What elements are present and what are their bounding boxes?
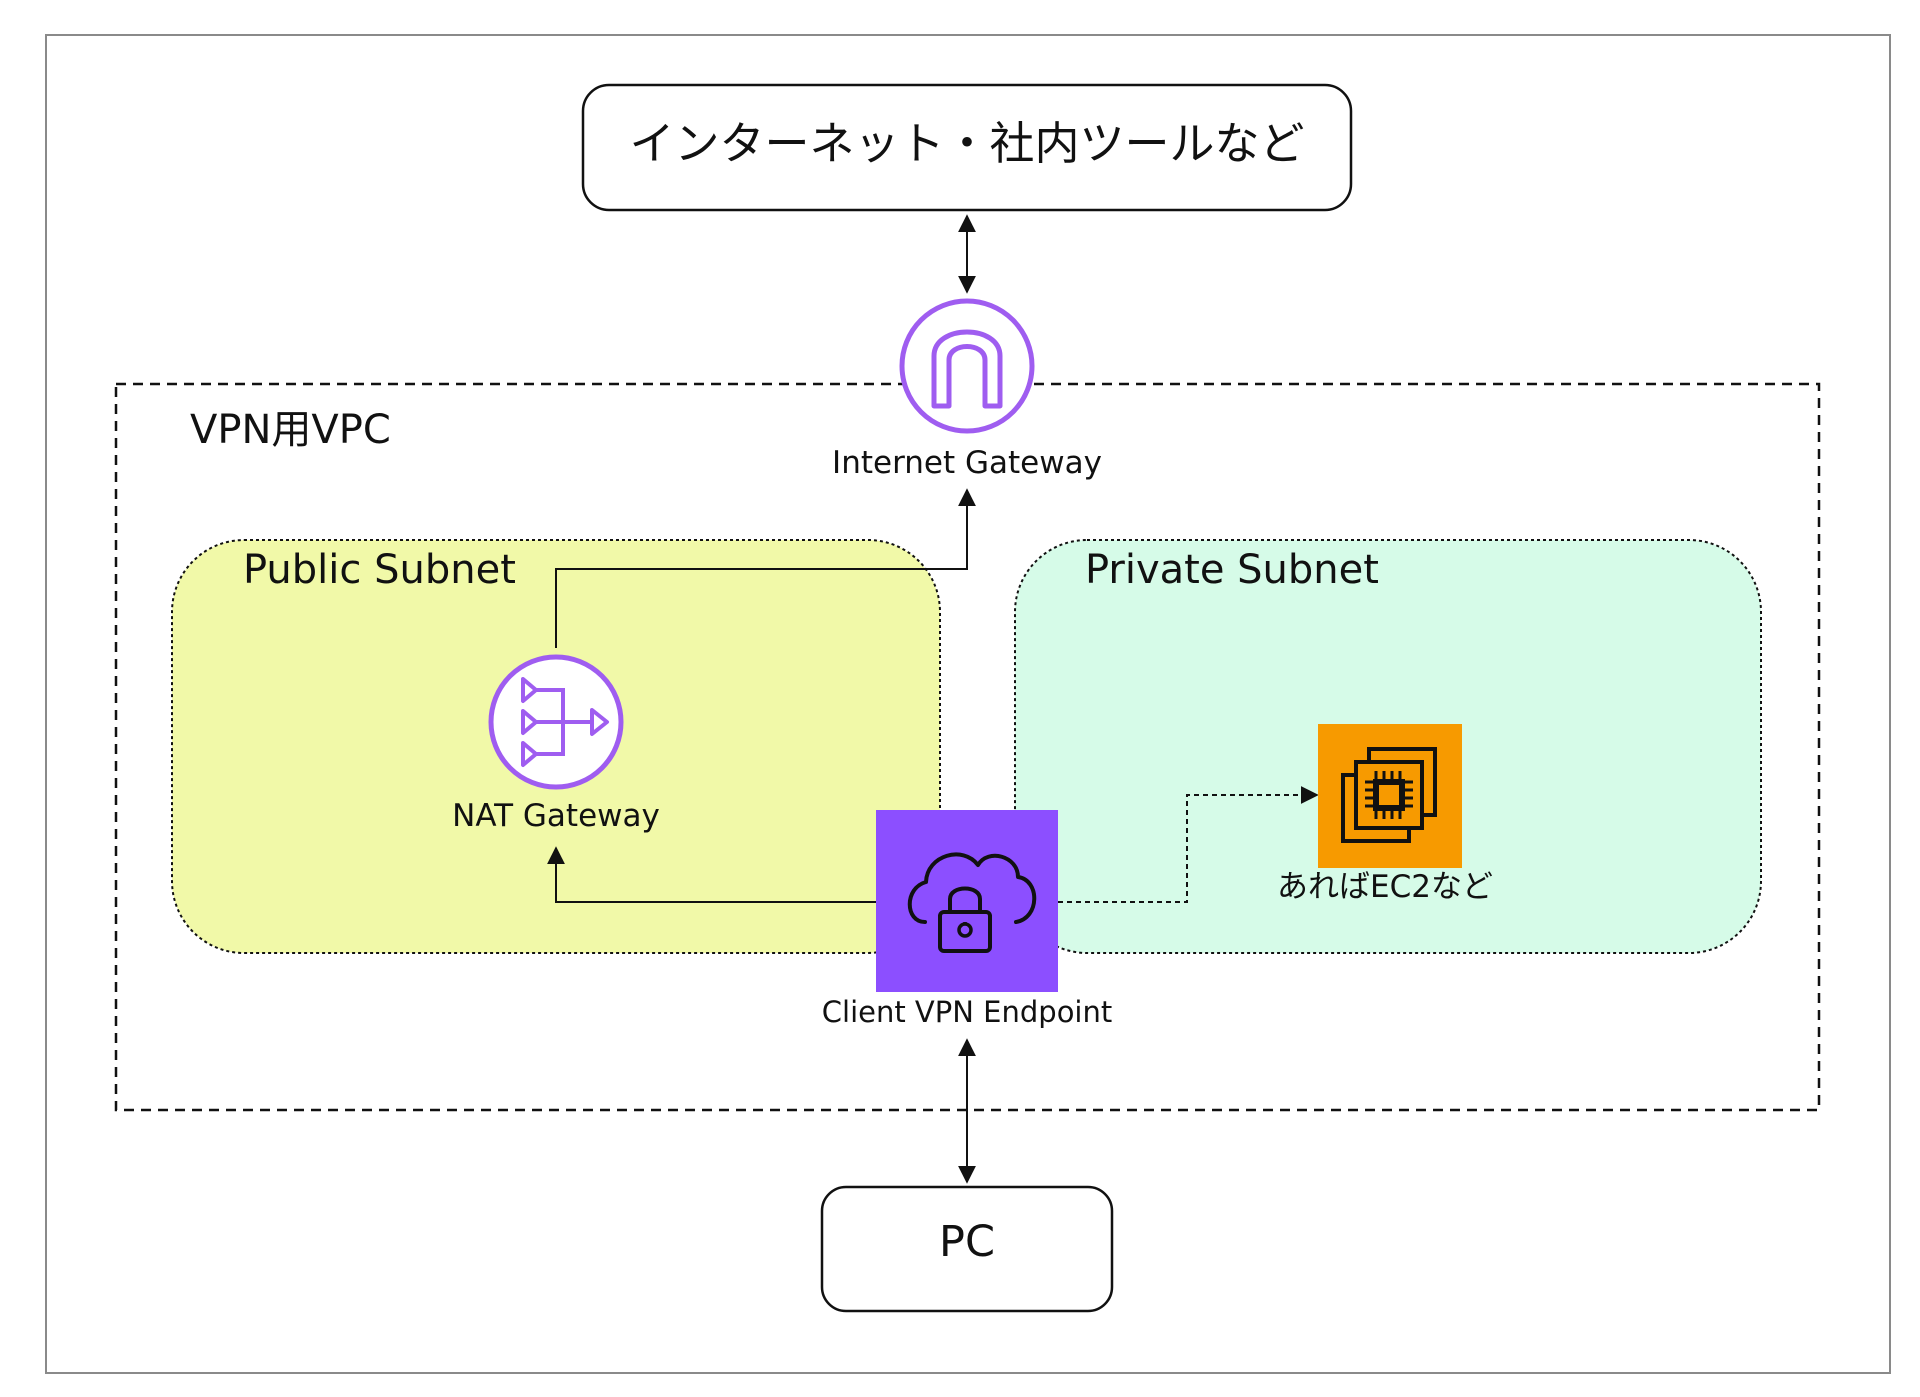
nat-gateway-label: NAT Gateway xyxy=(452,798,660,834)
pc-label: PC xyxy=(939,1217,995,1267)
private-subnet-label: Private Subnet xyxy=(1085,547,1379,593)
client-vpn-endpoint-icon xyxy=(876,810,1058,992)
internet-tools-label: インターネット・社内ツールなど xyxy=(629,117,1305,170)
nat-gateway-icon xyxy=(488,654,624,790)
vpn-to-ec2-route xyxy=(1058,786,1319,903)
pc-box xyxy=(820,1185,1114,1313)
internet-tools-box xyxy=(581,83,1353,212)
ec2-icon xyxy=(1318,724,1462,868)
internet-gateway-icon xyxy=(899,298,1035,434)
nat-to-igw-route xyxy=(555,488,976,648)
vpn-to-nat-route xyxy=(547,846,876,903)
vpc-label: VPN用VPC xyxy=(190,407,391,453)
ec2-label: あればEC2など xyxy=(1277,869,1493,905)
client-vpn-endpoint-label: Client VPN Endpoint xyxy=(821,995,1113,1029)
public-subnet-label: Public Subnet xyxy=(243,547,516,593)
internet-gateway-label: Internet Gateway xyxy=(832,445,1102,481)
